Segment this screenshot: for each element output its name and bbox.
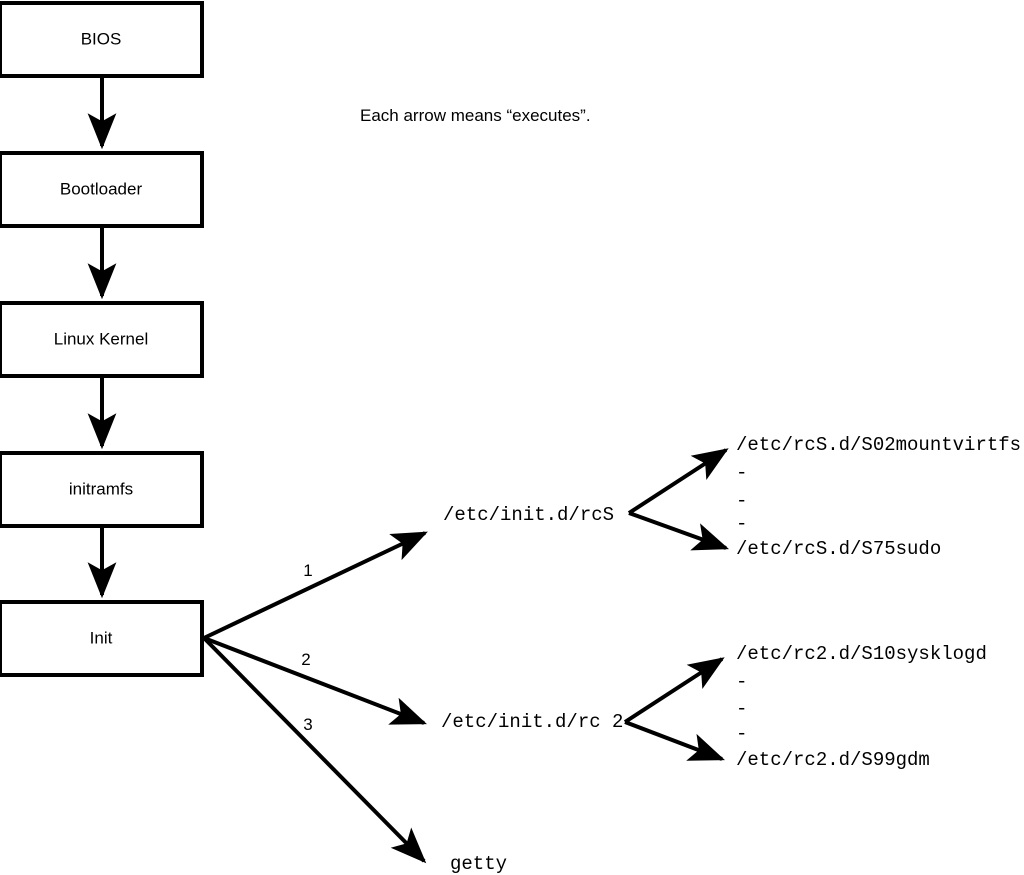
node-initramfs-label: initramfs	[69, 479, 133, 498]
label-init-d-rc2: /etc/init.d/rc 2	[441, 711, 623, 733]
label-rcs-ellipsis-1: -	[736, 462, 747, 484]
node-bootloader-box[interactable]	[0, 151, 204, 228]
rc2-scripts-group: /etc/rc2.d/S10sysklogd - - - /etc/rc2.d/…	[623, 643, 987, 771]
node-initramfs[interactable]: initramfs	[0, 451, 204, 528]
node-bios[interactable]: BIOS	[0, 1, 204, 78]
edge-number-1: 1	[303, 561, 312, 580]
label-rc2-first-script: /etc/rc2.d/S10sysklogd	[736, 643, 987, 665]
edge-number-2: 2	[301, 650, 310, 669]
node-bios-label: BIOS	[81, 29, 122, 48]
node-bootloader-label: Bootloader	[60, 179, 143, 198]
label-rcs-ellipsis-3: -	[736, 513, 747, 535]
edge-init-to-rc2	[203, 636, 427, 725]
legend-note: Each arrow means “executes”.	[360, 106, 591, 125]
label-rc2-ellipsis-3: -	[736, 723, 747, 745]
edge-init-to-getty	[202, 636, 427, 864]
edge-init-to-rcs	[203, 531, 428, 640]
label-rc2-last-script: /etc/rc2.d/S99gdm	[736, 749, 930, 771]
label-init-d-rcs: /etc/init.d/rcS	[443, 504, 614, 526]
node-initramfs-box[interactable]	[0, 451, 204, 528]
edge-rcs-to-first-script	[627, 448, 729, 515]
node-init-box[interactable]	[0, 600, 204, 677]
node-init-label: Init	[90, 628, 113, 647]
node-linux-kernel-box[interactable]	[0, 301, 204, 378]
boot-chain-group: BIOS Bootloader Linux Kernel initramfs I…	[0, 1, 204, 677]
label-rc2-ellipsis-1: -	[736, 671, 747, 693]
edge-rc2-to-last-script	[624, 720, 725, 761]
edge-number-3: 3	[303, 715, 312, 734]
node-linux-kernel[interactable]: Linux Kernel	[0, 301, 204, 378]
label-rc2-ellipsis-2: -	[736, 698, 747, 720]
label-rcs-first-script: /etc/rcS.d/S02mountvirtfs	[736, 434, 1021, 456]
init-branches-group: 1 2 3 /etc/init.d/rcS /etc/init.d/rc 2 g…	[202, 504, 623, 875]
edge-rc2-to-first-script	[623, 657, 725, 724]
node-bootloader[interactable]: Bootloader	[0, 151, 204, 228]
node-init[interactable]: Init	[0, 600, 204, 677]
rcs-scripts-group: /etc/rcS.d/S02mountvirtfs - - - /etc/rcS…	[627, 434, 1021, 560]
node-bios-box[interactable]	[0, 1, 204, 78]
label-getty: getty	[450, 853, 507, 875]
label-rcs-last-script: /etc/rcS.d/S75sudo	[736, 538, 941, 560]
node-linux-kernel-label: Linux Kernel	[54, 329, 149, 348]
edge-rcs-to-last-script	[628, 511, 730, 551]
label-rcs-ellipsis-2: -	[736, 490, 747, 512]
